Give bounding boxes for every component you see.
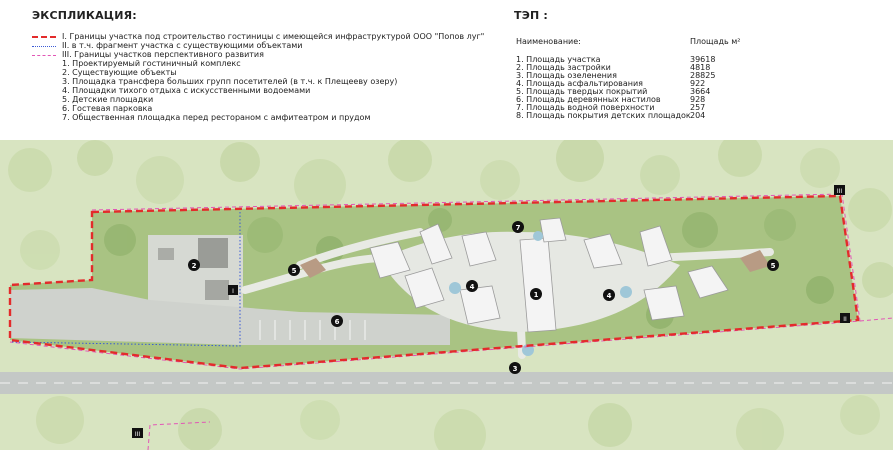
restaurant-pond [533,231,543,241]
tep-row-value: 257 [690,103,706,112]
legend-item-2-label: 2. Существующие объекты [62,68,177,77]
marker-4-west: 4 [466,280,478,292]
legend-item-6: 6. Гостевая парковка [32,104,152,114]
svg-text:4: 4 [470,283,475,291]
marker-4-east: 4 [603,289,615,301]
marker-7: 7 [512,221,524,233]
marker-1: 1 [530,288,542,300]
svg-text:5: 5 [292,267,297,275]
tep-row-value: 4818 [690,63,711,72]
svg-text:I: I [232,288,234,295]
legend-item-5: 5. Детские площадки [32,95,153,105]
legend-boundary-1: I. Границы участка под строительство гос… [32,32,484,42]
tep-row-value: 28825 [690,71,716,80]
legend-boundary-1-label: I. Границы участка под строительство гос… [62,32,485,41]
playground-east [740,250,770,272]
pond-west [449,282,461,294]
playground-west [300,258,326,278]
background-tree-canopy [8,140,893,450]
marker-6: 6 [331,315,343,327]
svg-text:II: II [843,316,847,323]
existing-objects-boundary [11,212,241,347]
zone-tag-III-north: III [834,185,845,195]
tep-row-name: 8. Площадь покрытия детских площадок [516,111,691,120]
tep-row-value: 3664 [690,87,711,96]
tep-title: ТЭП : [514,9,549,22]
tep-row-name: 6. Площадь деревянных настилов [516,95,661,104]
existing-building [158,248,174,260]
svg-text:III: III [837,188,843,195]
legend-boundary-2-label: II. в т.ч. фрагмент участка с существующ… [62,41,303,50]
legend-boundary-3-label: III. Границы участков перспективного раз… [62,50,264,59]
legend-item-7: 7. Общественная площадка перед ресторано… [32,113,370,123]
red-dash-swatch [32,36,56,38]
legend-panel: ЭКСПЛИКАЦИЯ: I. Границы участка под стро… [0,0,893,140]
blue-dot-swatch [32,45,56,47]
hotel-site-boundary [8,194,860,370]
legend-item-5-label: 5. Детские площадки [62,95,154,104]
tep-row-name: 7. Площадь водной поверхности [516,103,655,112]
tep-row-name: 2. Площадь застройки [516,63,611,72]
legend-item-1-label: 1. Проектируемый гостиничный комплекс [62,59,241,68]
pink-dash-swatch [32,54,56,56]
legend-item-7-label: 7. Общественная площадка перед ресторано… [62,113,371,122]
legend-item-3-label: 3. Площадка трансфера больших групп посе… [62,77,398,86]
plan-markers: 1 2 3 4 4 5 5 6 7 [188,221,779,374]
zone-tag-III-south: III [132,428,143,438]
legend-item-4-label: 4. Площадки тихого отдыха с искусственны… [62,86,311,95]
svg-text:6: 6 [335,318,340,326]
tep-row-value: 39618 [690,55,716,64]
svg-text:5: 5 [771,262,776,270]
existing-building [198,238,228,268]
hotel-complex-roofs [369,217,729,333]
svg-text:III: III [135,431,141,438]
explication-title: ЭКСПЛИКАЦИЯ: [32,9,137,22]
legend-item-2: 2. Существующие объекты [32,68,177,78]
legend-boundary-3: III. Границы участков перспективного раз… [32,50,264,60]
marker-5-west: 5 [288,264,300,276]
marker-3: 3 [509,362,521,374]
legend-boundary-2: II. в т.ч. фрагмент участка с существующ… [32,41,303,51]
svg-text:2: 2 [192,262,197,270]
marker-5-east: 5 [767,259,779,271]
svg-text:1: 1 [534,291,539,299]
tep-row-value: 922 [690,79,706,88]
zone-tag-II: II [840,313,850,323]
legend-item-3: 3. Площадка трансфера больших групп посе… [32,77,397,87]
legend-item-4: 4. Площадки тихого отдыха с искусственны… [32,86,310,96]
zone-tags: I II III III [132,185,850,438]
svg-text:4: 4 [607,292,612,300]
svg-text:7: 7 [516,224,521,232]
tep-row-value: 204 [690,111,706,120]
tep-row-name: 1. Площадь участка [516,55,601,64]
marker-2: 2 [188,259,200,271]
legend-item-6-label: 6. Гостевая парковка [62,104,153,113]
tep-header-area: Площадь м² [690,37,741,46]
svg-text:3: 3 [513,365,518,373]
tep-row-name: 5. Площадь твердых покрытий [516,87,648,96]
site-plan-map: 1 2 3 4 4 5 5 6 7 I II III III [0,140,893,450]
guest-parking [10,288,450,345]
tep-row-value: 928 [690,95,706,104]
zone-tag-I: I [228,285,238,295]
pond-east [620,286,632,298]
tep-row-name: 3. Площадь озеленения [516,71,617,80]
future-development-boundary [147,421,211,450]
tep-row-name: 4. Площадь асфальтирования [516,79,643,88]
future-development-boundary [859,317,893,322]
tep-header-name: Наименование: [516,37,581,46]
legend-item-1: 1. Проектируемый гостиничный комплекс [32,59,241,69]
existing-building [205,280,229,300]
road [0,372,893,394]
